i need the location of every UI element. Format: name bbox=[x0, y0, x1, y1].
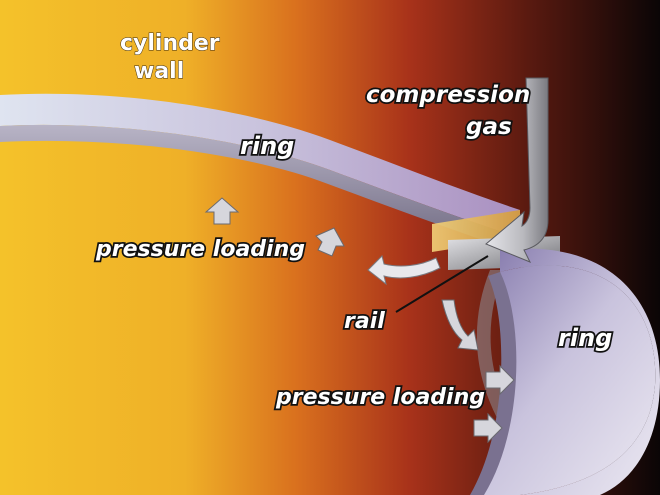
rail-label: rail bbox=[344, 309, 385, 334]
ring-top-label: ring bbox=[240, 132, 294, 160]
curved-arrow-left bbox=[367, 255, 441, 286]
pressure-loading-label-bottom: pressure loading bbox=[275, 385, 485, 410]
pressure-loading-label-left: pressure loading bbox=[95, 237, 305, 262]
ring-right-label: ring bbox=[558, 324, 612, 352]
ring-right-shape bbox=[470, 248, 660, 495]
compression-label-line2: gas bbox=[466, 114, 512, 140]
pressure-arrows-left bbox=[204, 197, 345, 257]
rail-pointer-line bbox=[395, 255, 489, 313]
pressure-arrows-right bbox=[441, 299, 515, 444]
compression-gas-arrow bbox=[485, 77, 549, 263]
cylinder-wall-label-line2: wall bbox=[134, 59, 184, 84]
compression-label-line1: compression bbox=[366, 82, 530, 108]
cylinder-wall-label-line1: cylinder bbox=[120, 31, 220, 56]
